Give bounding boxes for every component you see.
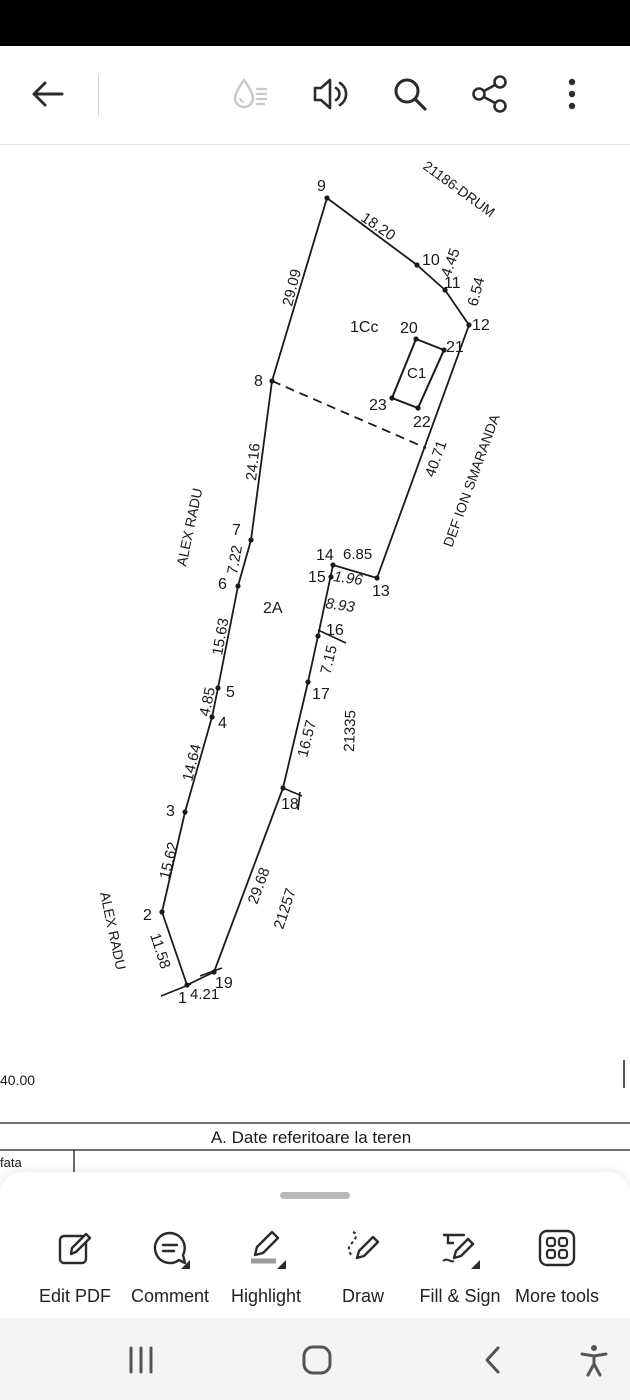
share-icon[interactable] — [466, 70, 514, 118]
distance-label: 8.93 — [324, 595, 356, 616]
distance-label: 7.15 — [317, 644, 341, 676]
parcel-boundary — [161, 197, 470, 986]
point-label: 19 — [215, 975, 233, 992]
draw-label: Draw — [341, 1286, 384, 1306]
home-icon[interactable] — [293, 1336, 341, 1384]
highlight-label: Highlight — [230, 1286, 302, 1306]
zone-divider-dashed — [271, 380, 427, 449]
point-label: 10 — [422, 252, 440, 269]
distance-label: 15.62 — [156, 840, 182, 881]
draw-button[interactable]: Draw — [313, 1224, 413, 1308]
nav-back-icon[interactable] — [470, 1336, 518, 1384]
distance-label: 6.54 — [464, 275, 488, 308]
appbar-divider — [98, 74, 99, 116]
edit-pdf-icon — [58, 1232, 92, 1265]
tick-mark — [282, 787, 303, 797]
more-tools-icon — [538, 1229, 576, 1267]
point-label: 1 — [178, 990, 187, 1007]
fill-sign-icon — [442, 1233, 480, 1269]
scale-value: 40.00 — [0, 1072, 35, 1088]
tick-mark — [199, 967, 223, 977]
distance-label: 29.09 — [279, 267, 305, 308]
neighbor-label: DEF ION SMARANDA — [440, 411, 503, 549]
distance-label: 4.21 — [190, 986, 219, 1003]
comment-icon — [153, 1231, 190, 1269]
point-label: 3 — [166, 803, 175, 820]
back-arrow-icon[interactable] — [24, 70, 72, 118]
status-bar — [0, 0, 630, 46]
point-label: 11 — [444, 275, 461, 292]
highlight-icon — [251, 1230, 286, 1269]
liquid-mode-icon[interactable] — [226, 70, 274, 118]
system-nav-bar — [0, 1318, 630, 1400]
fill-sign-label: Fill & Sign — [419, 1286, 501, 1306]
point-label: 4 — [218, 715, 227, 732]
pdf-document-view[interactable]: 1 2 3 4 5 6 7 8 9 10 11 12 13 14 15 16 1… — [0, 145, 630, 1175]
neighbor-label: ALEX RADU — [173, 487, 205, 568]
distance-label: 7.22 — [224, 544, 246, 576]
edit-pdf-button[interactable]: Edit PDF — [25, 1224, 125, 1308]
tick-mark — [317, 629, 347, 644]
distance-label: 29.68 — [245, 865, 274, 906]
draw-icon — [347, 1231, 380, 1260]
point-label: 18 — [281, 796, 299, 813]
table-cell-text: fata — [0, 1155, 22, 1170]
point-label: 20 — [400, 320, 418, 337]
distance-label: 1.96 — [332, 568, 364, 589]
neighbor-label: 21335 — [341, 710, 359, 752]
point-label: 23 — [369, 397, 387, 414]
neighbor-label: 21186-DRUM — [420, 157, 498, 220]
edit-pdf-label: Edit PDF — [38, 1286, 112, 1306]
zone-label-2a: 2A — [263, 600, 283, 617]
neighbor-label: ALEX RADU — [97, 890, 129, 971]
point-label: 15 — [308, 569, 326, 586]
search-icon[interactable] — [386, 70, 434, 118]
section-title: A. Date referitoare la teren — [211, 1128, 411, 1147]
comment-label: Comment — [130, 1286, 210, 1306]
distance-label: 18.20 — [358, 209, 399, 244]
more-options-icon[interactable] — [548, 70, 596, 118]
sheet-drag-handle[interactable] — [280, 1192, 350, 1199]
point-label: 8 — [254, 373, 263, 390]
point-label: 13 — [372, 583, 390, 600]
point-label: 7 — [232, 522, 241, 539]
building-label: C1 — [407, 365, 426, 382]
read-aloud-icon[interactable] — [306, 70, 354, 118]
app-bar — [0, 46, 630, 145]
distance-label: 6.85 — [343, 546, 372, 563]
distance-label: 15.63 — [209, 617, 232, 657]
distance-label: 11.58 — [146, 931, 173, 971]
point-label: 2 — [143, 907, 152, 924]
point-label: 5 — [226, 684, 235, 701]
recent-apps-icon[interactable] — [117, 1336, 165, 1384]
distance-label: 4.85 — [196, 686, 219, 718]
fill-sign-button[interactable]: Fill & Sign — [410, 1224, 510, 1308]
tools-bottom-sheet: Edit PDF Comment Highlight Draw Fill & S… — [0, 1172, 630, 1318]
point-label: 22 — [413, 414, 431, 431]
point-label: 9 — [317, 178, 326, 195]
tick-mark — [297, 791, 301, 811]
highlight-button[interactable]: Highlight — [216, 1224, 316, 1308]
survey-plan-drawing: 1 2 3 4 5 6 7 8 9 10 11 12 13 14 15 16 1… — [0, 157, 630, 1175]
point-label: 21 — [446, 339, 464, 356]
comment-button[interactable]: Comment — [120, 1224, 220, 1308]
neighbor-label: 21257 — [271, 886, 300, 931]
distance-label: 24.16 — [243, 442, 264, 481]
point-label: 16 — [326, 622, 344, 639]
point-label: 6 — [218, 576, 227, 593]
point-label: 14 — [316, 547, 334, 564]
accessibility-icon[interactable] — [570, 1336, 618, 1384]
point-label: 12 — [472, 317, 490, 334]
point-label: 17 — [312, 686, 330, 703]
zone-label-1cc: 1Cc — [350, 319, 378, 336]
distance-label: 14.64 — [179, 742, 205, 783]
vertex-dots — [159, 195, 472, 988]
more-tools-button[interactable]: More tools — [507, 1224, 607, 1308]
more-tools-label: More tools — [514, 1286, 600, 1306]
